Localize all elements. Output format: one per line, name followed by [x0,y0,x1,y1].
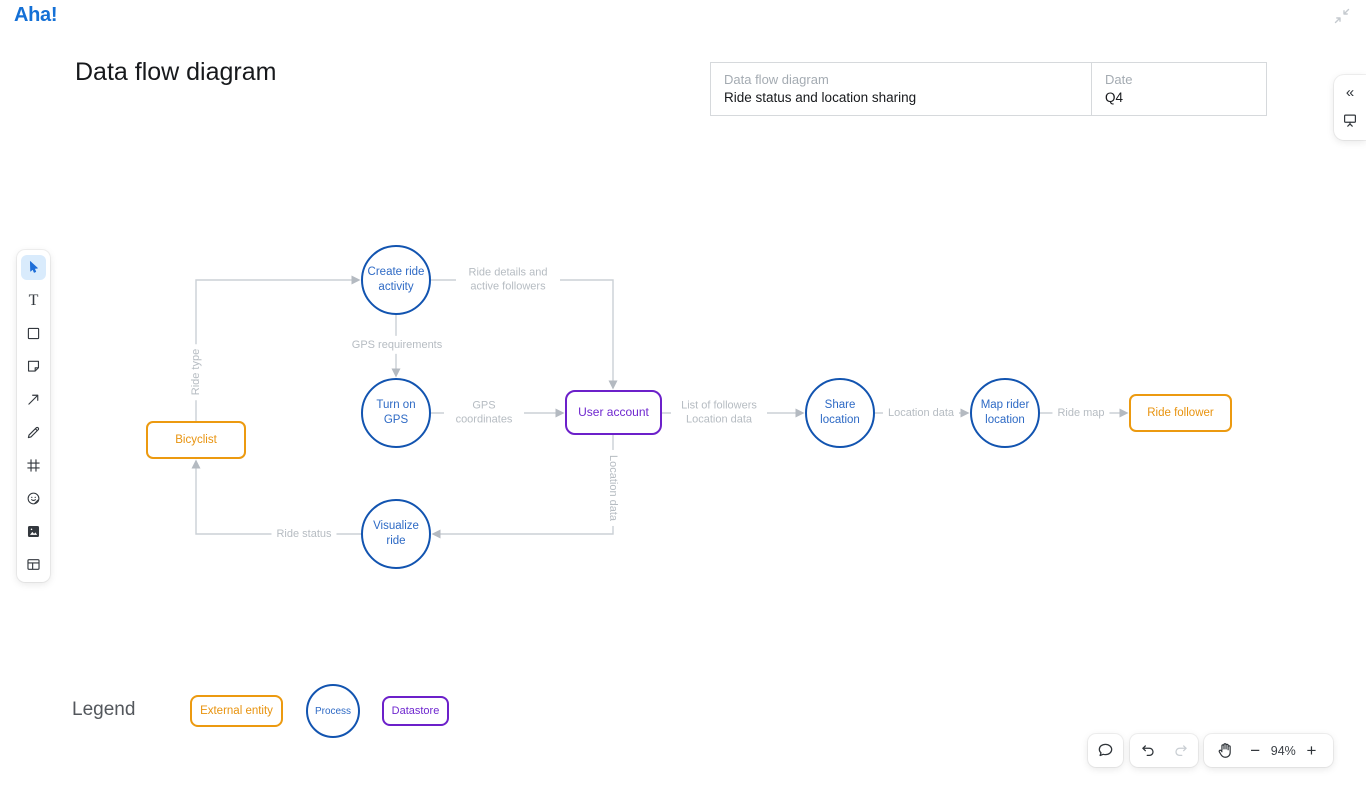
tool-text-button[interactable]: T [21,288,46,313]
plus-icon: + [1306,741,1317,760]
diagram-name-value[interactable]: Ride status and location sharing [724,90,917,105]
diagram-date-cell[interactable]: Date Q4 [1091,63,1266,115]
node-bicyclist[interactable]: Bicyclist [146,421,246,459]
zoom-level[interactable]: 94% [1270,743,1296,758]
tool-pen-button[interactable] [21,420,46,445]
drawing-toolbar: T [17,250,50,582]
undo-button[interactable] [1134,737,1162,765]
text-tool-icon: T [28,291,39,309]
diagram-info-card: Data flow diagram Ride status and locati… [710,62,1267,116]
comment-icon [1098,743,1113,757]
node-map-rider-location[interactable]: Map rider location [970,378,1040,448]
zoom-out-button[interactable]: − [1241,737,1269,765]
sticky-note-icon [27,360,40,372]
tool-shape-button[interactable] [21,321,46,346]
edge-label-ride-type[interactable]: Ride type [186,343,206,401]
undo-icon [1141,745,1154,757]
edge-label-gps-requirements[interactable]: GPS requirements [346,335,448,355]
legend-title: Legend [72,699,136,720]
diagram-name-label: Data flow diagram [724,72,829,87]
hand-icon [1218,743,1231,758]
collapse-panel-icon[interactable]: « [1345,84,1355,101]
diagram-date-value[interactable]: Q4 [1105,90,1124,105]
pen-icon [27,426,40,439]
node-visualize-ride[interactable]: Visualize ride [361,499,431,569]
tool-sticky-note-button[interactable] [21,354,46,379]
present-button[interactable] [1339,110,1361,130]
legend-datastore[interactable]: Datastore [382,696,449,726]
legend-process[interactable]: Process [306,684,360,738]
tool-image-button[interactable] [21,519,46,544]
node-user-account[interactable]: User account [565,390,662,435]
select-cursor-icon [29,261,38,273]
image-icon [27,525,40,538]
node-ride-follower[interactable]: Ride follower [1129,394,1232,432]
shape-icon [27,327,40,340]
edge-label-ride-status[interactable]: Ride status [271,524,337,544]
sticker-smiley-icon [27,492,40,505]
comment-button-group [1088,734,1123,767]
hand-tool-button[interactable] [1212,737,1240,765]
aha-logo[interactable]: Aha! [14,4,58,26]
edge-label-list-of-followers[interactable]: List of followers Location data [671,396,767,430]
zoom-button-group: − 94% + [1204,734,1333,767]
page-title: Data flow diagram [75,58,277,86]
right-side-panel: « [1334,75,1366,140]
node-turn-on-gps[interactable]: Turn on GPS [361,378,431,448]
diagram-name-cell[interactable]: Data flow diagram Ride status and locati… [711,63,1091,115]
legend-external-entity[interactable]: External entity [190,695,283,727]
edge-label-gps-coordinates[interactable]: GPS coordinates [444,396,524,430]
diagram-date-label: Date [1105,72,1133,87]
edge-label-ride-map[interactable]: Ride map [1052,403,1110,423]
zoom-in-button[interactable]: + [1297,737,1325,765]
template-icon [27,559,40,570]
present-icon [1344,114,1356,127]
comment-button[interactable] [1092,737,1120,765]
edge-label-ride-details[interactable]: Ride details and active followers [456,263,560,297]
tool-template-button[interactable] [21,552,46,577]
redo-button[interactable] [1166,737,1194,765]
tool-connector-button[interactable] [21,387,46,412]
connector-arrow-icon [28,394,39,405]
minus-icon: − [1250,741,1261,760]
tool-frame-button[interactable] [21,453,46,478]
tool-sticker-button[interactable] [21,486,46,511]
frame-icon [27,459,40,472]
collapse-window-button[interactable] [1334,8,1350,24]
node-share-location[interactable]: Share location [805,378,875,448]
tool-select-button[interactable] [21,255,46,280]
history-button-group [1130,734,1198,767]
edge-label-location-data-right[interactable]: Location data [882,403,960,423]
collapse-window-icon [1334,8,1350,24]
node-create-ride-activity[interactable]: Create ride activity [361,245,431,315]
edge-label-location-data-down[interactable]: Location data [603,449,623,527]
redo-icon [1174,745,1187,757]
